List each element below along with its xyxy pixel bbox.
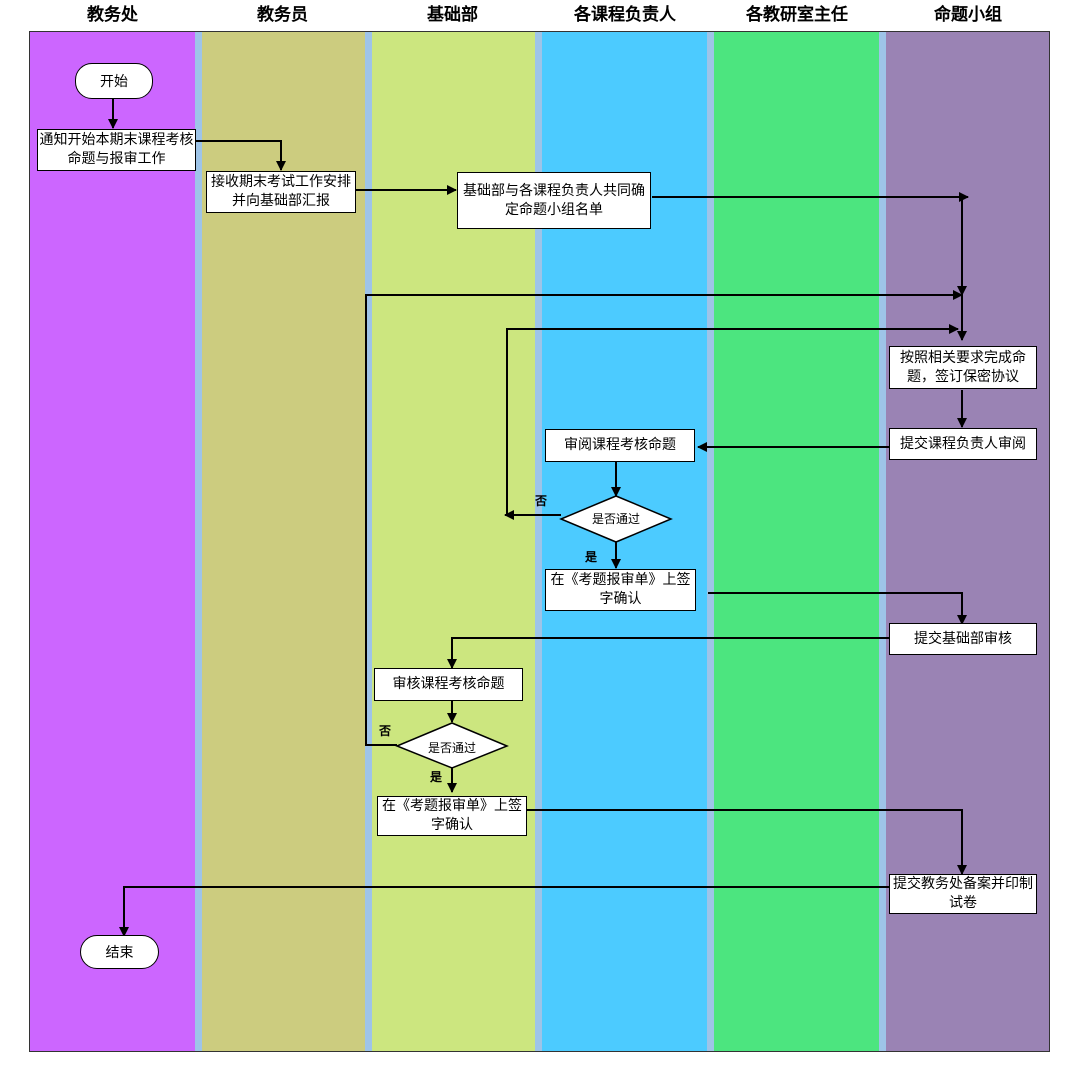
determine-box: 基础部与各课程负责人共同确定命题小组名单 <box>457 172 651 229</box>
start-node: 开始 <box>75 63 153 99</box>
sign1-box: 在《考题报审单》上签字确认 <box>545 569 696 611</box>
lane-header-mingti: 命题小组 <box>934 5 1002 25</box>
lane-jiaowuchu <box>30 32 195 1052</box>
arrow-submit-jichubu-to-audit <box>447 637 889 669</box>
lane-header-jiaowuyuan: 教务员 <box>257 5 308 25</box>
lane-header-kecheng: 各课程负责人 <box>574 5 676 25</box>
arrow-no2-loop <box>365 290 963 746</box>
lane-separator <box>195 32 202 1052</box>
sign2-box: 在《考题报审单》上签字确认 <box>377 796 527 836</box>
lane-header-jiaoyanshi: 各教研室主任 <box>746 5 848 25</box>
submit-jichubu-box: 提交基础部审核 <box>889 623 1037 655</box>
arrow-notify-to-receive <box>196 140 286 171</box>
decision-label-2: 是否通过 <box>427 741 476 755</box>
audit-box: 审核课程考核命题 <box>374 668 523 701</box>
yes-label-1: 是 <box>585 550 598 564</box>
lane-separator <box>707 32 714 1052</box>
arrow-sign2-to-team <box>527 809 967 875</box>
lane-header-jiaowuchu: 教务处 <box>87 5 138 25</box>
lane-jiaoyanshi <box>714 32 879 1052</box>
receive-box: 接收期末考试工作安排并向基础部汇报 <box>206 171 356 213</box>
decision-label-1: 是否通过 <box>591 512 640 526</box>
end-node: 结束 <box>80 935 159 969</box>
lane-separator <box>879 32 886 1052</box>
archive-box: 提交教务处备案并印制试卷 <box>889 874 1037 914</box>
no-label-2: 否 <box>379 724 392 738</box>
notify-box: 通知开始本期末课程考核命题与报审工作 <box>37 129 196 171</box>
lane-separator <box>365 32 372 1052</box>
complete-box: 按照相关要求完成命题，签订保密协议 <box>889 346 1037 389</box>
lane-separator <box>535 32 542 1052</box>
decision-diamond-2 <box>395 722 509 769</box>
submit-review-box: 提交课程负责人审阅 <box>889 428 1037 460</box>
no-label-1: 否 <box>535 494 548 508</box>
decision-diamond-1 <box>559 495 673 543</box>
review-box: 审阅课程考核命题 <box>545 429 695 462</box>
arrow-archive-to-end <box>119 886 889 937</box>
yes-label-2: 是 <box>430 770 443 784</box>
lane-header-jichubu: 基础部 <box>427 5 478 25</box>
arrow-sign1-to-team <box>708 592 967 625</box>
